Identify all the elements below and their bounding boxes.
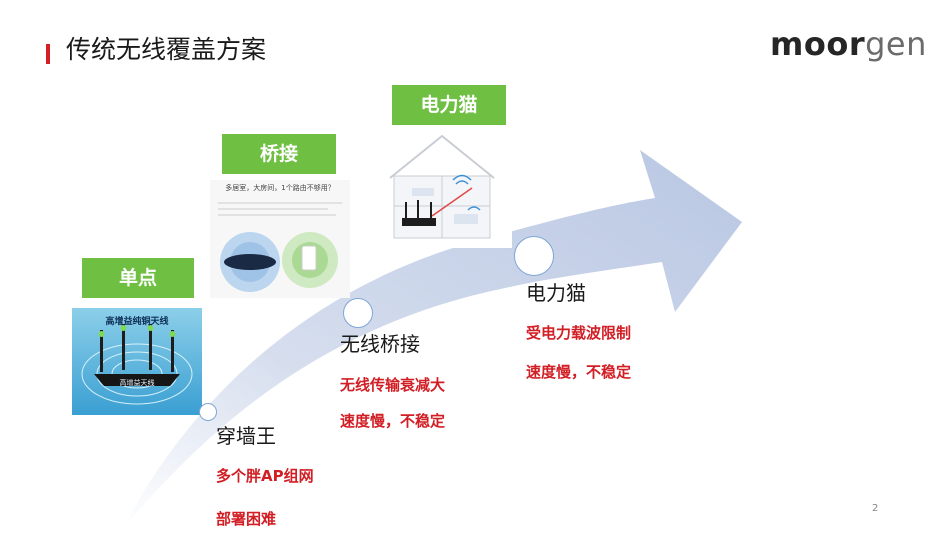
title-accent-bar — [46, 44, 50, 64]
house-photo — [372, 118, 512, 248]
stage-1-note-2: 部署困难 — [216, 510, 277, 528]
stage-3-note-2: 速度慢，不稳定 — [526, 363, 632, 381]
stage-3-note-1: 受电力载波限制 — [526, 324, 632, 342]
badge-single-point: 单点 — [82, 258, 194, 298]
router-photo-caption: 高增益纯铜天线 — [105, 317, 169, 327]
repeater-photo-caption: 多居室，大房间，1个路由不够用？ — [225, 184, 335, 192]
page-number: 2 — [872, 503, 879, 514]
stage-name-wall-penetrator: 穿墙王 — [216, 424, 276, 448]
stage-2-note-1: 无线传输衰减大 — [340, 376, 446, 394]
stage-2-note-2: 速度慢，不稳定 — [340, 412, 446, 430]
repeater-photo: 多居室，大房间，1个路由不够用？ — [210, 180, 350, 298]
stage-1-note-1: 多个胖AP组网 — [216, 467, 314, 485]
badge-powerline: 电力猫 — [392, 85, 506, 125]
badge-bridge: 桥接 — [222, 134, 336, 174]
router-photo-label: 高增益天线 — [119, 379, 155, 387]
stage-node-3 — [514, 236, 554, 276]
moorgen-logo: moorgen — [770, 25, 927, 63]
router-photo: 高增益纯铜天线 高增益天线 — [72, 308, 202, 415]
stage-node-2 — [343, 298, 373, 328]
stage-name-wireless-bridge: 无线桥接 — [340, 332, 420, 356]
stage-name-powerline: 电力猫 — [526, 281, 586, 305]
page-title: 传统无线覆盖方案 — [66, 35, 267, 64]
stage-node-1 — [199, 403, 217, 421]
